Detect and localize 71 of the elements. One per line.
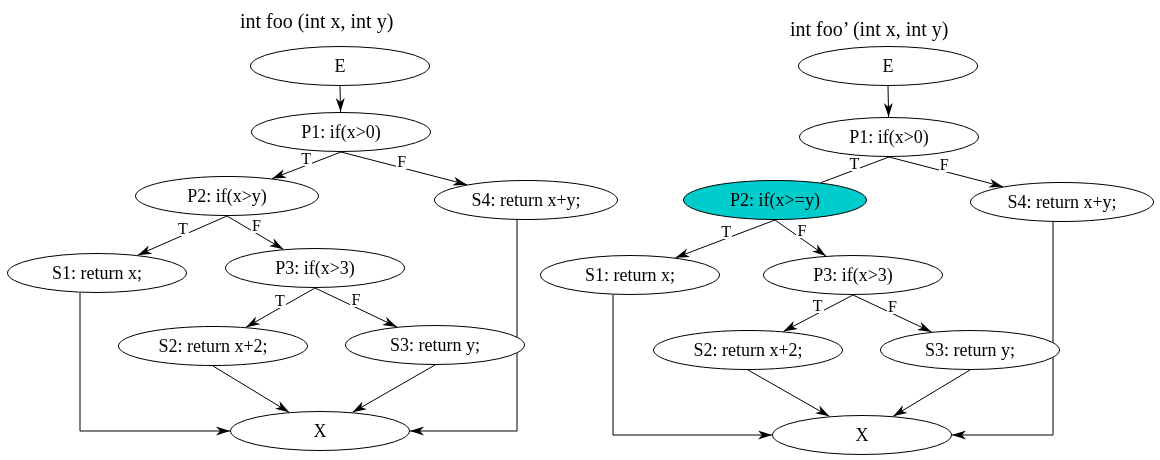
edge-label: F (250, 217, 262, 233)
ellipse-node (653, 330, 843, 370)
arrow (245, 287, 316, 328)
node-label: P1: if(x>0) (301, 121, 381, 143)
edge-label: T (274, 292, 286, 308)
ellipse-node (763, 255, 943, 295)
node-label: E (882, 55, 894, 77)
arrow (271, 151, 342, 180)
node-label: X (855, 424, 869, 446)
arrow (774, 219, 827, 257)
ellipse-node (540, 255, 720, 295)
arrow (340, 151, 468, 186)
node-label: P3: if(x>3) (275, 257, 355, 279)
edge-label: F (350, 292, 362, 308)
arrow (352, 364, 436, 413)
node-label: S3: return y; (390, 334, 480, 356)
ellipse-node (772, 415, 952, 455)
edge-label: F (886, 298, 898, 314)
arrow (675, 219, 776, 259)
ellipse-node (225, 248, 405, 288)
ellipse-node (250, 46, 430, 86)
ellipse-node (798, 46, 978, 86)
arrow (226, 215, 284, 250)
node-label: E (334, 55, 346, 77)
ellipse-node (880, 330, 1060, 370)
edge-label: T (300, 150, 312, 166)
arrow (951, 221, 1054, 440)
ellipse-node (345, 325, 525, 365)
arrow (747, 369, 830, 417)
node-label: X (313, 420, 327, 442)
edge-label: F (796, 223, 808, 239)
edge-label: T (176, 220, 189, 236)
node-label: S2: return x+2; (158, 335, 268, 357)
node-label: P2: if(x>y) (187, 185, 267, 207)
node-label: S3: return y; (925, 339, 1015, 361)
ellipse-node (683, 180, 867, 220)
ellipse-node (251, 112, 431, 152)
node-label: S2: return x+2; (693, 339, 803, 361)
node-label: P3: if(x>3) (813, 264, 893, 286)
ellipse-node (7, 253, 187, 293)
edge-label: F (396, 153, 408, 169)
ellipse-node (799, 117, 979, 157)
arrow (782, 294, 854, 332)
arrow (314, 287, 398, 328)
node-label: S4: return x+y; (1007, 191, 1117, 213)
edge-label: T (720, 224, 733, 239)
graph-title: int foo’ (int x, int y) (790, 18, 949, 41)
ellipse-node (434, 180, 618, 220)
graph-title: int foo (int x, int y) (240, 10, 394, 33)
ellipse-node (230, 411, 410, 451)
arrow (883, 85, 893, 118)
arrow (409, 219, 518, 436)
arrow (137, 215, 228, 256)
ellipse-node (135, 176, 319, 216)
arrow (888, 156, 1004, 188)
edge-label: T (848, 155, 861, 171)
arrow (79, 292, 231, 436)
ellipse-node (970, 182, 1154, 222)
node-label: S1: return x; (52, 262, 142, 284)
node-label: S4: return x+y; (471, 189, 581, 211)
arrow (892, 369, 971, 417)
ellipse-node (118, 326, 308, 366)
edge-label: F (938, 157, 950, 173)
arrow (335, 85, 345, 113)
node-label: P2: if(x>=y) (730, 189, 820, 211)
arrow (212, 365, 290, 413)
node-label: S1: return x; (585, 264, 675, 286)
arrow (852, 294, 933, 333)
arrow (612, 294, 773, 440)
node-label: P1: if(x>0) (849, 126, 929, 148)
edge-label: T (811, 298, 824, 314)
